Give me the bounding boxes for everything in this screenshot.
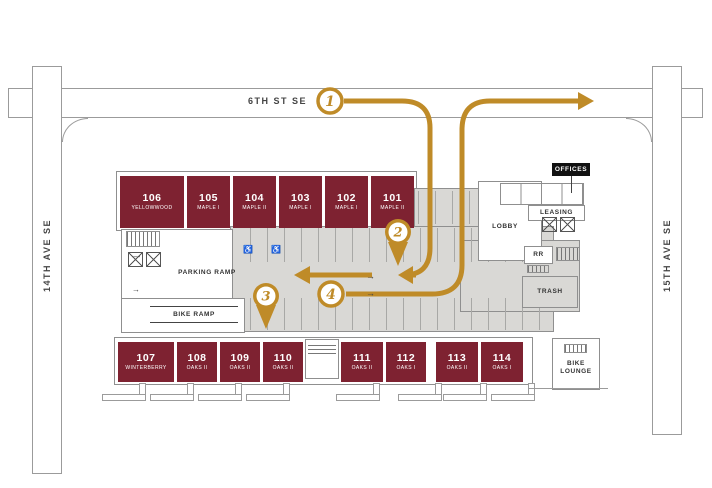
unit-104[interactable]: 104 MAPLE II [233, 176, 276, 228]
unit-113[interactable]: 113 OAKS II [436, 342, 478, 382]
restroom-label: RR [533, 251, 544, 258]
stairs-below-rr [527, 265, 549, 273]
entry-walkway-stub [283, 383, 290, 395]
unit-109[interactable]: 109 OAKS II [220, 342, 260, 382]
unit-number: 110 [273, 352, 293, 364]
ramp-direction-dash: — [132, 252, 140, 261]
unit-number: 103 [290, 192, 311, 204]
stairs-bike-lounge [564, 344, 587, 353]
street-label-6th: 6TH ST SE [248, 96, 308, 106]
stairs-east [556, 247, 580, 261]
unit-number: 108 [187, 352, 207, 364]
parking-ramp-label: PARKING RAMP [178, 269, 236, 276]
entry-walkway [198, 394, 242, 401]
intersection-left [33, 87, 61, 119]
street-label-14th: 14TH AVE SE [42, 218, 52, 292]
unit-number: 114 [492, 352, 512, 364]
elevator-icon [146, 252, 161, 267]
unit-number: 112 [396, 352, 416, 364]
street-14th-ave [32, 66, 62, 474]
elevator-icon [128, 252, 143, 267]
unit-name: MAPLE I [335, 205, 358, 211]
unit-number: 104 [244, 192, 265, 204]
accessible-parking-icon: ♿ [271, 245, 281, 254]
entry-walkway [336, 394, 380, 401]
offices-leader-line [571, 176, 572, 193]
entry-walkway-stub [373, 383, 380, 395]
unit-name: MAPLE I [197, 205, 220, 211]
unit-number: 109 [230, 352, 250, 364]
bike-ramp-stripe [150, 306, 238, 307]
leasing-label: LEASING [539, 209, 574, 216]
curb-arc-right [626, 118, 652, 142]
ramp-direction-arrow: → [132, 285, 140, 294]
unit-name: OAKS II [272, 365, 294, 371]
unit-111[interactable]: 111 OAKS II [341, 342, 383, 382]
sidewalk-line [528, 388, 608, 389]
entry-walkway-stub [235, 383, 242, 395]
unit-name: OAKS II [351, 365, 373, 371]
bike-ramp-room [121, 298, 245, 333]
unit-name: YELLOWWOOD [131, 205, 173, 211]
unit-number: 111 [353, 352, 371, 364]
unit-name: MAPLE II [242, 205, 267, 211]
entry-walkway-stub [187, 383, 194, 395]
parking-stalls-upper-right [418, 191, 478, 224]
unit-name: OAKS II [229, 365, 251, 371]
unit-103[interactable]: 103 MAPLE I [279, 176, 322, 228]
entry-walkway-stub [480, 383, 487, 395]
unit-108[interactable]: 108 OAKS II [177, 342, 217, 382]
unit-107[interactable]: 107 WINTERBERRY [118, 342, 174, 382]
unit-name: OAKS I [396, 365, 416, 371]
unit-name: WINTERBERRY [125, 365, 167, 371]
unit-name: MAPLE I [289, 205, 312, 211]
entry-walkway-stub [139, 383, 146, 395]
bike-ramp-label: BIKE RAMP [173, 311, 215, 318]
elevator-icon [560, 217, 575, 232]
unit-number: 106 [142, 192, 162, 204]
unit-name: OAKS II [446, 365, 468, 371]
unit-114[interactable]: 114 OAKS I [481, 342, 523, 382]
entry-walkway [246, 394, 290, 401]
offices-label: OFFICES [554, 166, 588, 173]
curb-arc-left [62, 118, 88, 142]
bike-lounge-label-2: LOUNGE [560, 368, 592, 375]
unit-name: OAKS II [186, 365, 208, 371]
accessible-parking-icon: ♿ [243, 245, 253, 254]
bike-ramp-stripe [150, 322, 238, 323]
trash-label: TRASH [537, 288, 563, 295]
unit-number: 105 [198, 192, 219, 204]
street-15th-ave [652, 66, 682, 435]
unit-number: 107 [136, 352, 156, 364]
street-6th-st [8, 88, 703, 118]
unit-number: 113 [447, 352, 467, 364]
offices-badge: OFFICES [552, 163, 590, 176]
bike-lounge-label-1: BIKE [567, 360, 585, 367]
entry-walkway [150, 394, 194, 401]
unit-112[interactable]: 112 OAKS I [386, 342, 426, 382]
stairs-west [126, 231, 160, 247]
unit-name: OAKS I [492, 365, 512, 371]
entry-walkway [102, 394, 146, 401]
unit-110[interactable]: 110 OAKS II [263, 342, 303, 382]
south-stair-treads [308, 342, 336, 354]
intersection-right [653, 87, 681, 119]
elevator-icon [542, 217, 557, 232]
parking-stalls-bottom [250, 298, 552, 330]
street-label-15th: 15TH AVE SE [662, 218, 672, 292]
entry-walkway-stub [435, 383, 442, 395]
unit-102[interactable]: 102 MAPLE I [325, 176, 368, 228]
lobby-label: LOBBY [492, 223, 518, 230]
entry-walkway-stub [528, 383, 535, 395]
entry-walkway [491, 394, 535, 401]
unit-name: MAPLE II [380, 205, 405, 211]
unit-number: 101 [382, 192, 403, 204]
entry-walkway [443, 394, 487, 401]
unit-105[interactable]: 105 MAPLE I [187, 176, 230, 228]
entry-walkway [398, 394, 442, 401]
unit-number: 102 [336, 192, 357, 204]
unit-106[interactable]: 106 YELLOWWOOD [120, 176, 184, 228]
unit-101[interactable]: 101 MAPLE II [371, 176, 414, 228]
